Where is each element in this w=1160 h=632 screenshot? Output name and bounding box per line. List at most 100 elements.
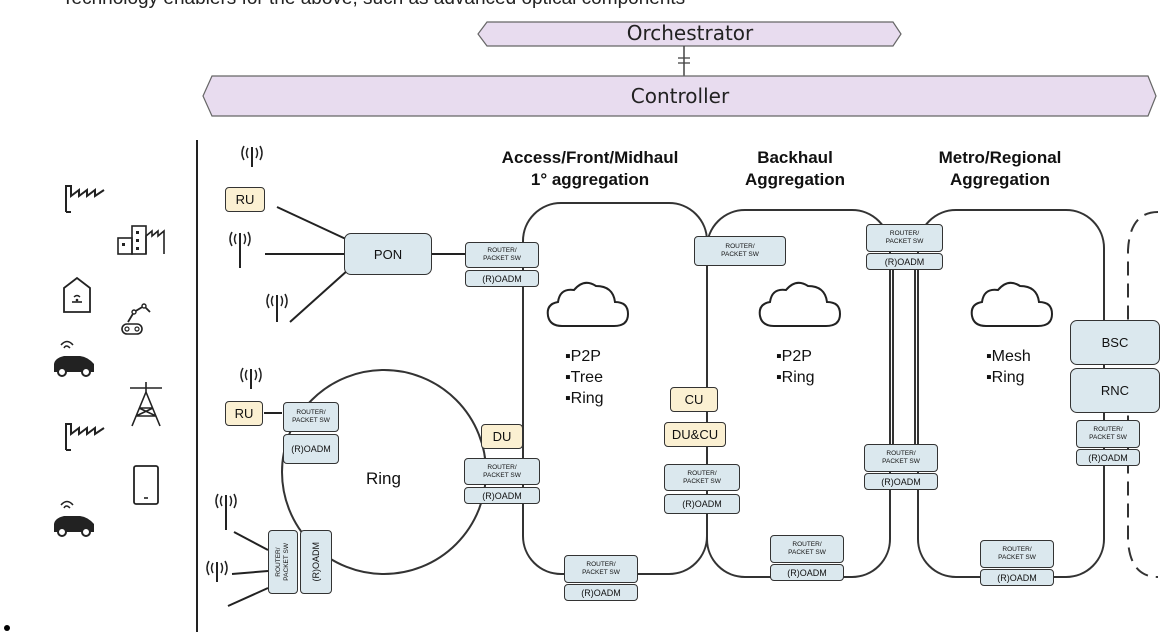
router-packet-switch: ROUTER/PACKET SW — [564, 555, 638, 583]
router-label: ROUTER/ — [792, 541, 822, 548]
cloud-icon — [970, 281, 1053, 327]
roadm-label: (R)OADM — [311, 542, 321, 582]
router-label: ROUTER/ — [886, 450, 916, 457]
roadm-node: (R)OADM — [770, 564, 844, 581]
access-title-line2: 1° aggregation — [530, 170, 650, 189]
topology-item: ▪Ring — [986, 369, 1025, 386]
router-packet-switch: ROUTER/PACKET SW — [464, 458, 540, 485]
cloud-icon — [546, 281, 629, 327]
metro-title-line1: Metro/Regional — [938, 148, 1062, 167]
access-title: Access/Front/Midhaul 1° aggregation — [470, 147, 710, 191]
antenna-icon — [266, 293, 288, 316]
access-topologies: ▪P2P ▪Tree ▪Ring — [565, 346, 604, 409]
bsc-node: BSC — [1070, 320, 1160, 365]
cu-node: CU — [670, 387, 718, 412]
packet-sw-label: PACKET SW — [582, 569, 620, 576]
connected-car-icon — [54, 500, 94, 537]
controller-banner — [202, 75, 1157, 117]
router-label: ROUTER/ — [687, 469, 717, 477]
packet-sw-label: PACKET SW — [885, 238, 924, 245]
packet-sw-label: PACKET SW — [283, 543, 290, 581]
backhaul-title-line2: Aggregation — [744, 170, 846, 189]
pon-node: PON — [344, 233, 432, 275]
roadm-node: (R)OADM — [664, 494, 740, 514]
router-packet-switch: ROUTER/PACKET SW — [770, 535, 844, 563]
packet-sw-label: PACKET SW — [1089, 434, 1127, 441]
router-label: ROUTER/ — [725, 243, 755, 250]
roadm-node: (R)OADM — [866, 253, 943, 270]
smart-home-icon — [63, 276, 91, 313]
packet-sw-label: PACKET SW — [483, 255, 521, 262]
router-label: ROUTER/ — [487, 247, 517, 254]
topology-item: ▪Ring — [776, 369, 815, 386]
router-packet-switch: ROUTER/PACKET SW — [866, 224, 943, 252]
router-packet-switch: ROUTER/PACKET SW — [268, 530, 298, 594]
rnc-node: RNC — [1070, 368, 1160, 413]
metro-title-line2: Aggregation — [949, 170, 1051, 189]
router-packet-switch: ROUTER/PACKET SW — [1076, 420, 1140, 448]
backhaul-title: Backhaul Aggregation — [720, 147, 870, 191]
antenna-icon — [206, 560, 228, 583]
roadm-node: (R)OADM — [1076, 449, 1140, 466]
metro-topologies: ▪Mesh ▪Ring — [986, 346, 1031, 388]
topology-item: ▪P2P — [565, 348, 601, 365]
packet-sw-label: PACKET SW — [683, 477, 721, 485]
roadm-node: (R)OADM — [564, 584, 638, 601]
router-packet-switch: ROUTER/PACKET SW — [283, 402, 339, 432]
du-cu-node: DU&CU — [664, 422, 726, 447]
orchestrator-banner — [477, 21, 902, 47]
orchestrator-label: Orchestrator — [626, 21, 754, 45]
roadm-node: (R)OADM — [283, 434, 339, 464]
topology-item: ▪Tree — [565, 369, 603, 386]
packet-sw-label: PACKET SW — [292, 417, 330, 424]
router-packet-switch: ROUTER/PACKET SW — [980, 540, 1054, 568]
roadm-node: (R)OADM — [980, 569, 1054, 586]
router-packet-switch: ROUTER/PACKET SW — [664, 464, 740, 491]
access-title-line1: Access/Front/Midhaul — [501, 148, 679, 167]
ring-label: Ring — [366, 469, 401, 488]
router-packet-switch: ROUTER/PACKET SW — [864, 444, 938, 472]
roadm-node: (R)OADM — [465, 270, 539, 287]
router-packet-switch: ROUTER/PACKET SW — [694, 236, 786, 266]
router-label: ROUTER/ — [1002, 546, 1032, 553]
topology-item: ▪Mesh — [986, 348, 1031, 365]
ru-node: RU — [225, 187, 265, 212]
topology-item: ▪Ring — [565, 390, 604, 407]
packet-sw-label: PACKET SW — [483, 471, 521, 479]
router-label: ROUTER/ — [1093, 426, 1123, 433]
router-label: ROUTER/ — [586, 561, 616, 568]
antenna-icon — [215, 493, 237, 516]
router-label: ROUTER/ — [296, 409, 326, 416]
antenna-icon — [241, 145, 263, 168]
antenna-icon — [229, 231, 251, 254]
factory-icon — [65, 423, 105, 451]
header-text: Technology enablers for the above, such … — [62, 0, 685, 10]
controller-label: Controller — [630, 84, 730, 108]
packet-sw-label: PACKET SW — [788, 549, 826, 556]
cloud-icon — [758, 281, 841, 327]
backhaul-title-line1: Backhaul — [757, 148, 833, 167]
du-node: DU — [481, 424, 523, 449]
topology-item: ▪P2P — [776, 348, 812, 365]
packet-sw-label: PACKET SW — [998, 554, 1036, 561]
metro-title: Metro/Regional Aggregation — [915, 147, 1085, 191]
ru-node: RU — [225, 401, 263, 426]
connected-car-icon — [54, 340, 94, 377]
tablet-icon — [133, 465, 159, 505]
router-label: ROUTER/ — [275, 547, 282, 577]
factory-icon — [65, 185, 105, 213]
roadm-node: (R)OADM — [464, 487, 540, 504]
robot-arm-icon — [121, 303, 151, 335]
router-packet-switch: ROUTER/PACKET SW — [465, 242, 539, 268]
backhaul-topologies: ▪P2P ▪Ring — [776, 346, 815, 388]
router-label: ROUTER/ — [487, 463, 517, 471]
city-buildings-icon — [117, 225, 165, 255]
router-label: ROUTER/ — [889, 230, 920, 237]
roadm-node: (R)OADM — [300, 530, 332, 594]
roadm-node: (R)OADM — [864, 473, 938, 490]
packet-sw-label: PACKET SW — [721, 251, 759, 258]
packet-sw-label: PACKET SW — [882, 458, 920, 465]
radio-tower-icon — [130, 382, 162, 427]
antenna-icon — [240, 367, 262, 390]
